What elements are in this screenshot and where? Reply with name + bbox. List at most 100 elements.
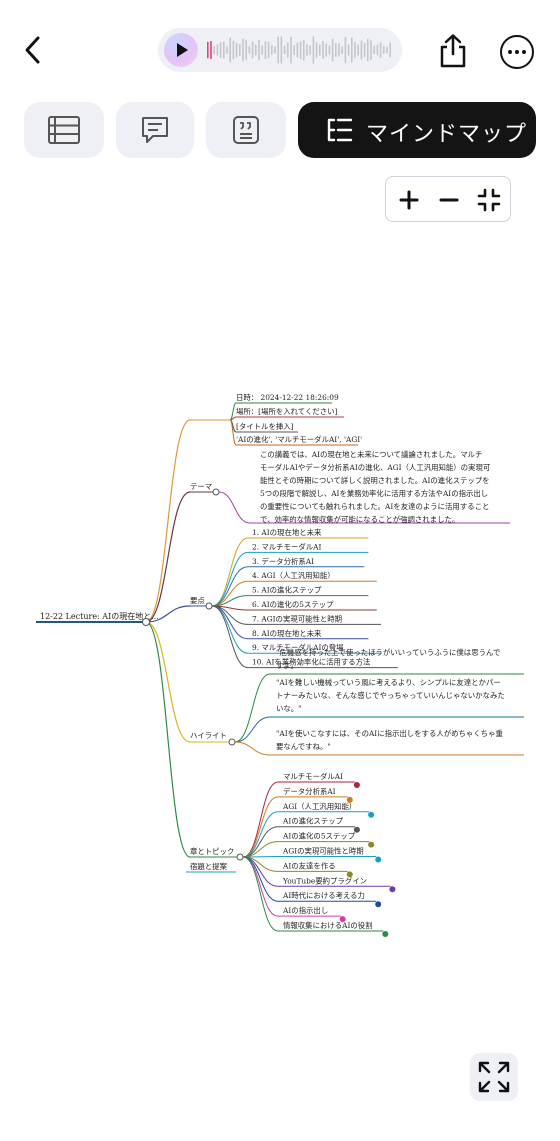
mindmap-theme-line[interactable]: 能性とその時期について詳しく説明されました。AIの進化ステップを <box>260 476 490 485</box>
mindmap-highlight-quote[interactable]: すよ。" <box>276 661 302 670</box>
mindmap-highlight-quote[interactable]: トナーみたいな、そんな感じでやっちゃっていいんじゃないかなみた <box>276 691 505 700</box>
mindmap-point-item[interactable]: 2. マルチモーダルAI <box>252 542 321 551</box>
mindmap-highlights-label[interactable]: ハイライト <box>190 731 227 740</box>
mindmap-chapter-item[interactable]: マルチモーダルAI <box>283 772 343 781</box>
mindmap-point-item[interactable]: 3. データ分析系AI <box>252 557 314 566</box>
mindmap-chapter-item[interactable]: YouTube要約プラグイン <box>282 876 367 885</box>
waveform-bar <box>255 44 257 56</box>
waveform-bar <box>335 43 337 57</box>
mindmap-homework-label[interactable]: 宿題と提案 <box>190 862 228 871</box>
share-button[interactable] <box>438 33 468 69</box>
more-options-button[interactable] <box>500 35 534 69</box>
mindmap-point-item[interactable]: 10. AIを業務効率化に活用する方法 <box>252 658 370 667</box>
expand-icon <box>478 1061 510 1093</box>
waveform-bar <box>287 42 289 58</box>
mindmap-canvas[interactable]: 12-22 Lecture: AIの現在地と... 日時： 2024-12-22… <box>0 380 560 950</box>
list-icon <box>48 116 80 144</box>
mindmap-point-item[interactable]: 7. AGIの実現可能性と時期 <box>252 614 342 623</box>
mindmap-chapter-item[interactable]: AIの指示出し <box>282 906 328 915</box>
waveform-bar <box>389 42 391 58</box>
waveform-bar <box>264 40 267 60</box>
mindmap-highlight-quote[interactable]: "AIを使いこなすには、そのAIに指示出しをする人がめちゃくちゃ重 <box>276 729 503 738</box>
waveform-bar <box>267 41 270 59</box>
mindmap-chapter-dot[interactable] <box>368 841 375 848</box>
mindmap-chapter-dot[interactable] <box>368 811 375 818</box>
mindmap-point-item[interactable]: 6. AIの進化の5ステップ <box>252 600 334 609</box>
waveform-bar <box>363 42 366 58</box>
play-button[interactable] <box>164 33 198 67</box>
mindmap-highlights-node[interactable] <box>228 738 236 746</box>
dot-icon <box>522 50 526 54</box>
mindmap-chapter-dot[interactable] <box>382 931 389 937</box>
mindmap-chapter-item[interactable]: AI時代における考える力 <box>282 891 365 900</box>
mindmap-chapter-item[interactable]: AIの進化の5ステップ <box>282 832 356 841</box>
mindmap-points-node[interactable] <box>205 602 213 610</box>
mindmap-chapters-node[interactable] <box>236 853 244 861</box>
mindmap-chapter-item[interactable]: AIの友達を作る <box>282 861 336 870</box>
mindmap-location[interactable]: 場所：[場所を入れてください] <box>236 407 338 416</box>
tab-outline[interactable] <box>24 102 104 158</box>
mindmap-theme-line[interactable]: この講義では、AIの現在地と未来について議論されました。マルチ <box>260 450 482 459</box>
mindmap-chapter-item[interactable]: 情報収集におけるAIの役割 <box>283 921 373 930</box>
waveform-bar <box>251 41 254 59</box>
mindmap-theme-node[interactable] <box>212 488 220 496</box>
mindmap-highlight-quote[interactable]: "AIを難しい機械っていう風に考えるより、シンプルに友達とかパー <box>276 678 501 687</box>
tab-transcript[interactable] <box>116 102 194 158</box>
mindmap-points-label[interactable]: 要点 <box>190 596 205 605</box>
mindmap-point-item[interactable]: 4. AGI（人工汎用知能） <box>252 571 335 580</box>
waveform-bar <box>290 36 292 64</box>
minus-icon <box>439 198 459 202</box>
mindmap-theme-line[interactable]: で、効率的な情報収集が可能になることが強調されました。 <box>260 515 459 524</box>
waveform-bar <box>370 39 372 61</box>
back-button[interactable] <box>18 32 48 68</box>
mindmap-theme-line[interactable]: 5つの段階で解説し、AIを業務効率化に活用する方法やAIの指示出し <box>260 489 488 498</box>
mindmap-chapter-dot[interactable] <box>389 886 396 893</box>
mindmap-point-item[interactable]: 9. マルチモーダルAIの登場 <box>252 643 344 652</box>
zoom-controls <box>385 176 511 222</box>
mindmap-chapter-dot[interactable] <box>375 856 382 863</box>
waveform-bar <box>242 38 244 62</box>
mindmap-root-node[interactable] <box>142 618 150 626</box>
mindmap-point-item[interactable]: 1. AIの現在地と未来 <box>252 528 322 537</box>
mindmap-point-item[interactable]: 8. AIの現在地と未来 <box>252 629 322 638</box>
fullscreen-button[interactable] <box>470 1053 518 1101</box>
mindmap-chapter-item[interactable]: AGIの実現可能性と時期 <box>282 847 364 856</box>
mindmap-root-label[interactable]: 12-22 Lecture: AIの現在地と... <box>40 611 159 621</box>
fit-view-button[interactable] <box>474 185 504 215</box>
mindmap-theme-label[interactable]: テーマ <box>190 482 212 491</box>
mindmap-chapter-item[interactable]: AIの進化ステップ <box>282 817 344 826</box>
tab-summary[interactable] <box>206 102 286 158</box>
mindmap-highlight-quote[interactable]: 要なんですね。" <box>276 742 331 751</box>
waveform-bar <box>226 46 228 54</box>
waveform-bar <box>213 45 215 55</box>
mindmap-theme-line[interactable]: の重要性についても触れられました。AIを友達のように活用すること <box>260 502 489 511</box>
tab-mindmap-label: マインドマップ <box>366 122 528 147</box>
mindmap-datetime[interactable]: 日時： 2024-12-22 18:26:09 <box>236 393 339 402</box>
waveform-bar <box>357 44 359 56</box>
mindmap-point-item[interactable]: 5. AIの進化ステップ <box>252 586 322 595</box>
mindmap-chapter-dot[interactable] <box>346 871 353 878</box>
mindmap-highlight-quote[interactable]: "危機感を持った上で使ったほうがいいっていうふうに僕は思うんで <box>276 648 500 657</box>
audio-player[interactable] <box>158 28 402 72</box>
mindmap-chapters-label[interactable]: 章とトピック <box>190 847 234 856</box>
mindmap-theme-text[interactable]: この講義では、AIの現在地と未来について議論されました。マルチモーダルAIやデー… <box>260 450 490 524</box>
waveform-bar <box>271 45 273 55</box>
zoom-in-button[interactable] <box>394 185 424 215</box>
mindmap-chapter-item[interactable]: AGI（人工汎用知能） <box>282 802 356 811</box>
mindmap-chapter-dot[interactable] <box>346 796 353 803</box>
zoom-out-button[interactable] <box>434 185 464 215</box>
mindmap-title[interactable]: [タイトルを挿入] <box>236 422 294 431</box>
mindmap-chapter-dot[interactable] <box>353 782 360 788</box>
mindmap-chapter-dot[interactable] <box>353 826 360 833</box>
waveform-bar <box>258 39 260 61</box>
mindmap-chapter-dot[interactable] <box>375 901 382 908</box>
mindmap-chapter-item[interactable]: データ分析系AI <box>283 787 336 796</box>
audio-waveform[interactable] <box>204 34 396 66</box>
mindmap-tags[interactable]: 'AIの進化', 'マルチモーダルAI', 'AGI' <box>236 435 362 444</box>
mindmap-theme-line[interactable]: モーダルAIやデータ分析系AIの進化、AGI（人工汎用知能）の実現可 <box>260 463 490 472</box>
mindmap-highlight-quote[interactable]: いな。" <box>276 704 302 713</box>
mindmap-chapter-dot[interactable] <box>339 916 346 923</box>
share-icon <box>440 34 466 68</box>
waveform-bar <box>306 43 308 57</box>
tab-mindmap[interactable]: マインドマップ <box>298 102 536 158</box>
